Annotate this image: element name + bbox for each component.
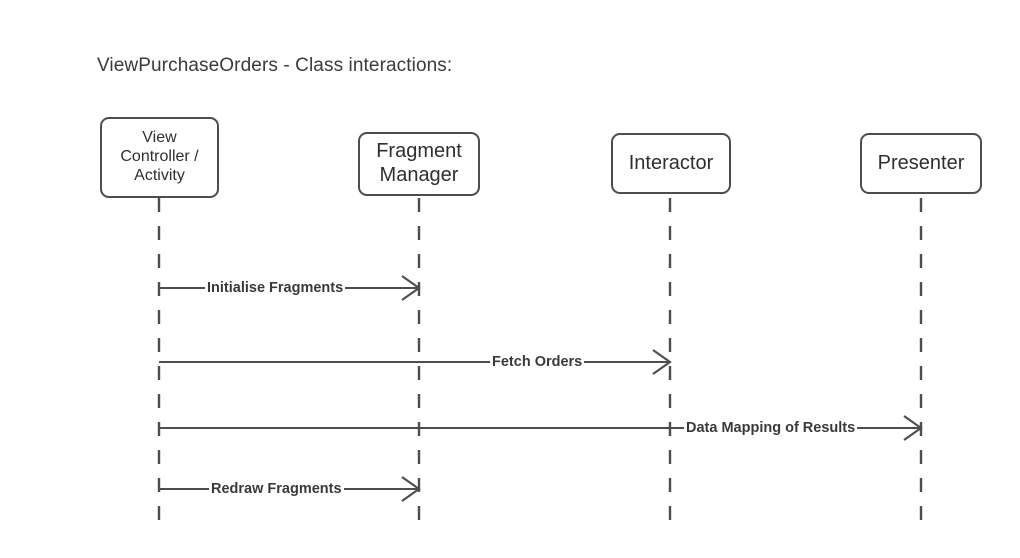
message-label-data-mapping-of-results: Data Mapping of Results — [684, 420, 858, 436]
messages-layer — [159, 275, 923, 502]
message-label-fetch-orders: Fetch Orders — [490, 354, 585, 370]
arrowhead-icon — [401, 275, 421, 301]
participant-label: Presenter — [877, 151, 965, 174]
message-fetch-orders[interactable] — [159, 349, 672, 375]
participant-label: Interactor — [628, 151, 714, 174]
arrowhead-icon — [401, 476, 421, 502]
message-label-redraw-fragments: Redraw Fragments — [209, 481, 344, 497]
participant-box-interactor[interactable]: Interactor — [611, 133, 731, 194]
message-label-initialise-fragments: Initialise Fragments — [205, 280, 346, 296]
arrowhead-icon — [652, 349, 672, 375]
page-title: ViewPurchaseOrders - Class interactions: — [97, 55, 453, 76]
arrowhead-icon — [903, 415, 923, 441]
participant-box-presenter[interactable]: Presenter — [860, 133, 982, 194]
